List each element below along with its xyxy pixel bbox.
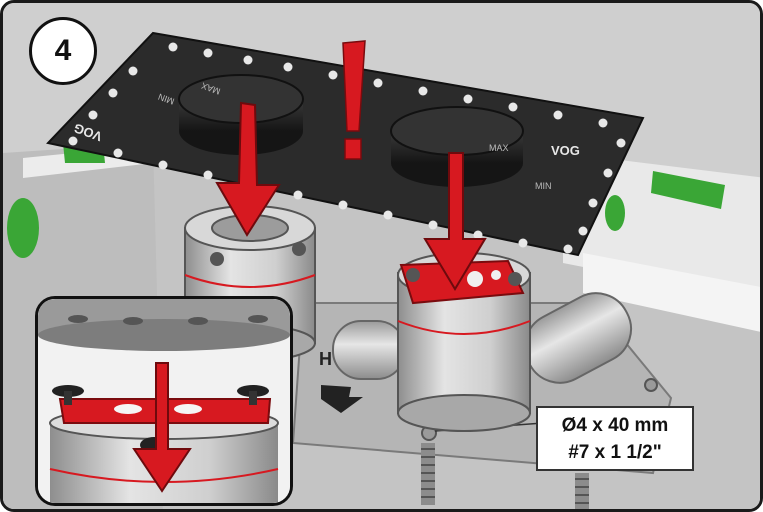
detail-inset <box>35 296 293 506</box>
down-arrow-icon <box>215 101 281 237</box>
green-marker <box>651 171 725 209</box>
screw-head-icon <box>644 378 658 392</box>
direction-arrow-icon <box>321 385 363 413</box>
step-number: 4 <box>54 34 72 67</box>
detail-inset-drawing <box>38 299 290 503</box>
base-letter: H <box>319 349 332 369</box>
screw-spec-label: Ø4 x 40 mm #7 x 1 1/2" <box>536 406 694 471</box>
brand-mark-right: VOG <box>551 143 580 158</box>
screw-spec-imperial: #7 x 1 1/2" <box>568 441 662 463</box>
step-number-badge: 4 <box>29 17 97 85</box>
down-arrow-icon <box>423 152 487 291</box>
max-mark-right: MAX <box>489 143 509 153</box>
inset-down-arrow-icon <box>132 362 192 493</box>
screw-spec-metric: Ø4 x 40 mm <box>561 414 669 436</box>
rod <box>332 320 406 380</box>
min-mark-right: MIN <box>535 181 552 191</box>
warning-exclamation-icon <box>342 40 366 132</box>
screw <box>575 473 589 509</box>
